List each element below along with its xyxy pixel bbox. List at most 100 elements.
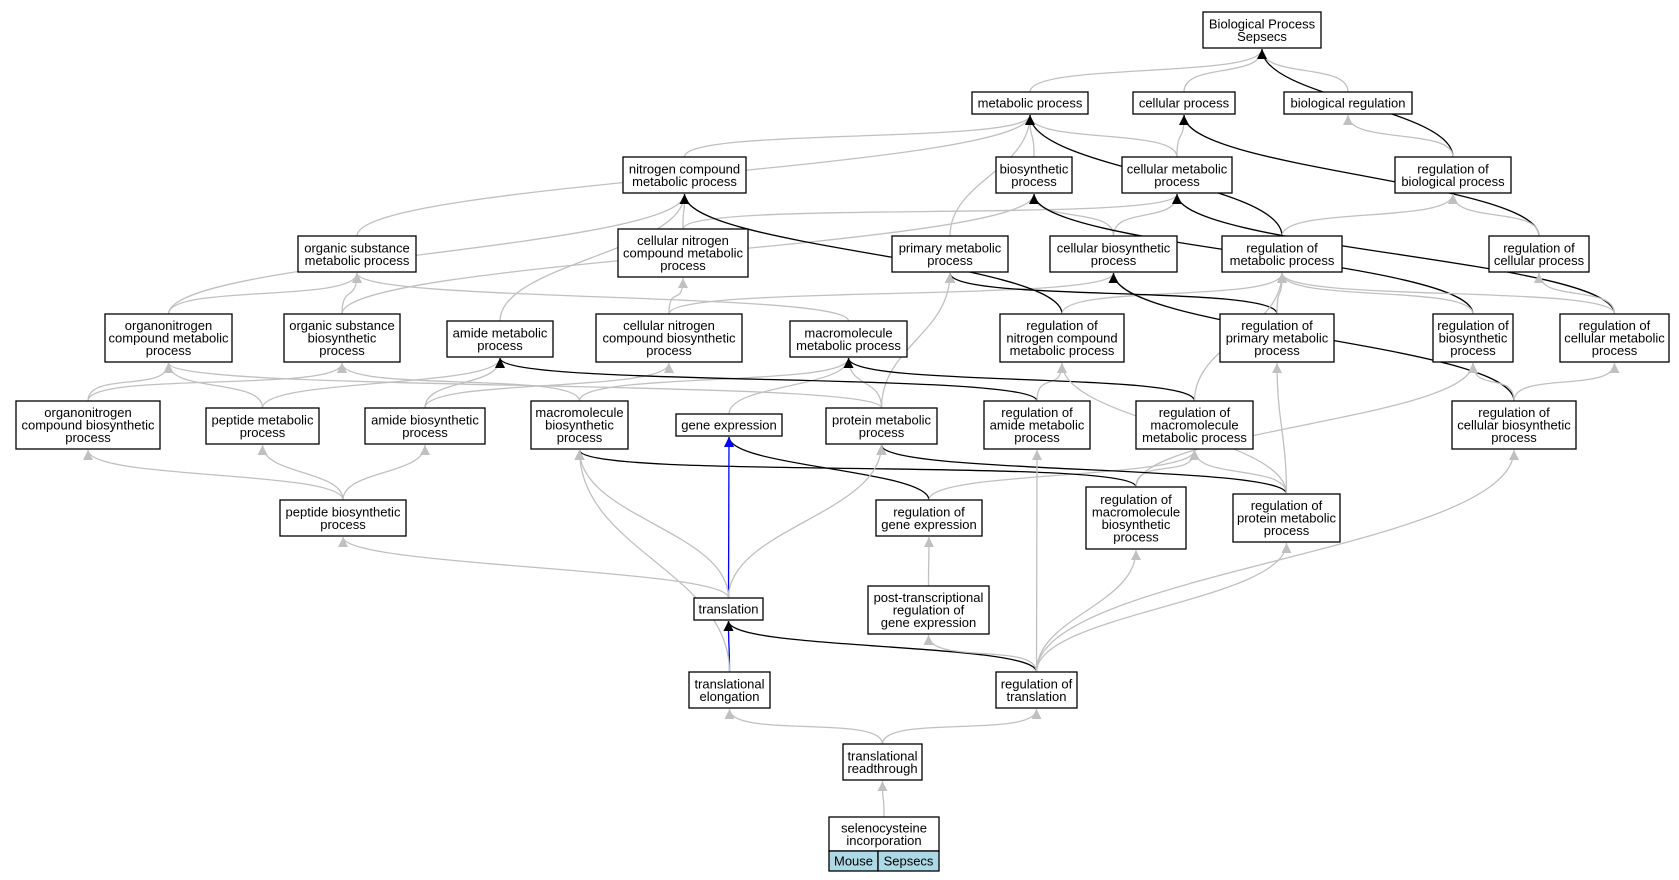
node-box xyxy=(983,400,1091,450)
node-ge[interactable]: gene expression xyxy=(675,413,783,437)
node-box xyxy=(825,407,938,445)
node-label: regulation of xyxy=(1503,240,1575,255)
node-box xyxy=(1085,486,1187,550)
node-mp[interactable]: metabolic process xyxy=(971,91,1089,115)
node-box xyxy=(1132,91,1236,115)
node-label: process xyxy=(320,517,366,532)
edge-osbp-to-osmp xyxy=(341,272,362,315)
edge-rprmp-to-rpmp xyxy=(1272,362,1288,495)
node-label: selenocysteine xyxy=(841,820,927,835)
tag-cell xyxy=(877,850,940,872)
node-label: metabolic process xyxy=(632,174,737,189)
node-label: protein metabolic xyxy=(1237,511,1336,526)
node-box xyxy=(1221,235,1343,273)
node-cp[interactable]: cellular process xyxy=(1132,91,1236,115)
node-box xyxy=(15,400,161,450)
node-label: process xyxy=(1592,343,1638,358)
node-box xyxy=(1451,400,1577,450)
edge-sec-to-trt xyxy=(877,780,888,818)
node-br[interactable]: biological regulation xyxy=(1283,91,1413,115)
node-tr[interactable]: translation xyxy=(693,597,764,621)
node-label: regulation of xyxy=(893,504,965,519)
edge-pbp-to-oncbp xyxy=(83,449,344,501)
node-label: biosynthetic xyxy=(1102,517,1171,532)
edge-oncmp-to-ncmp xyxy=(167,193,690,315)
edge-rt-to-ptrge xyxy=(923,634,1038,673)
node-label: regulation of xyxy=(1251,498,1323,513)
edge-cmp-to-mp xyxy=(1025,114,1178,158)
node-label: nitrogen compound xyxy=(1006,331,1117,346)
node-label: readthrough xyxy=(847,761,917,776)
node-label: cellular process xyxy=(1494,253,1585,268)
node-rmbp[interactable]: regulation ofmacromoleculebiosyntheticpr… xyxy=(1085,486,1187,550)
node-box xyxy=(1202,11,1322,49)
edge-tr-to-ge xyxy=(723,436,734,599)
edge-mp-to-root xyxy=(1029,48,1267,93)
node-label: process xyxy=(402,425,448,440)
node-label: regulation of xyxy=(1241,318,1313,333)
node-box xyxy=(104,313,233,363)
tag-gene: Sepsecs xyxy=(884,854,934,869)
edge-cncmp-to-cmp xyxy=(682,193,1182,230)
node-box xyxy=(1121,156,1233,194)
node-label: organic substance xyxy=(289,318,395,333)
edge-te-to-mbp xyxy=(574,449,731,673)
node-label: regulation of xyxy=(1417,161,1489,176)
node-label: metabolic process xyxy=(1230,253,1335,268)
node-label: Sepsecs xyxy=(1237,29,1287,44)
edge-rt-to-tr xyxy=(723,620,1038,673)
edge-cp-to-root xyxy=(1183,48,1267,93)
node-label: regulation of xyxy=(1246,240,1318,255)
node-box xyxy=(1432,313,1514,363)
node-label: regulation of xyxy=(893,603,965,618)
edge-amp-to-ncmp xyxy=(499,193,690,322)
edge-mbp-to-osbp xyxy=(337,362,581,402)
node-label: macromolecule xyxy=(1092,504,1180,519)
edge-rcp-to-rbp xyxy=(1448,193,1540,237)
node-box xyxy=(995,671,1078,709)
edges-layer xyxy=(83,48,1620,818)
node-label: primary metabolic xyxy=(1226,331,1329,346)
node-label: organonitrogen xyxy=(44,405,131,420)
node-label: macromolecule xyxy=(804,325,892,340)
edge-rcbp-to-rcmp xyxy=(1513,362,1620,402)
node-label: elongation xyxy=(700,689,760,704)
edge-rt-to-rmbp xyxy=(1035,549,1141,673)
